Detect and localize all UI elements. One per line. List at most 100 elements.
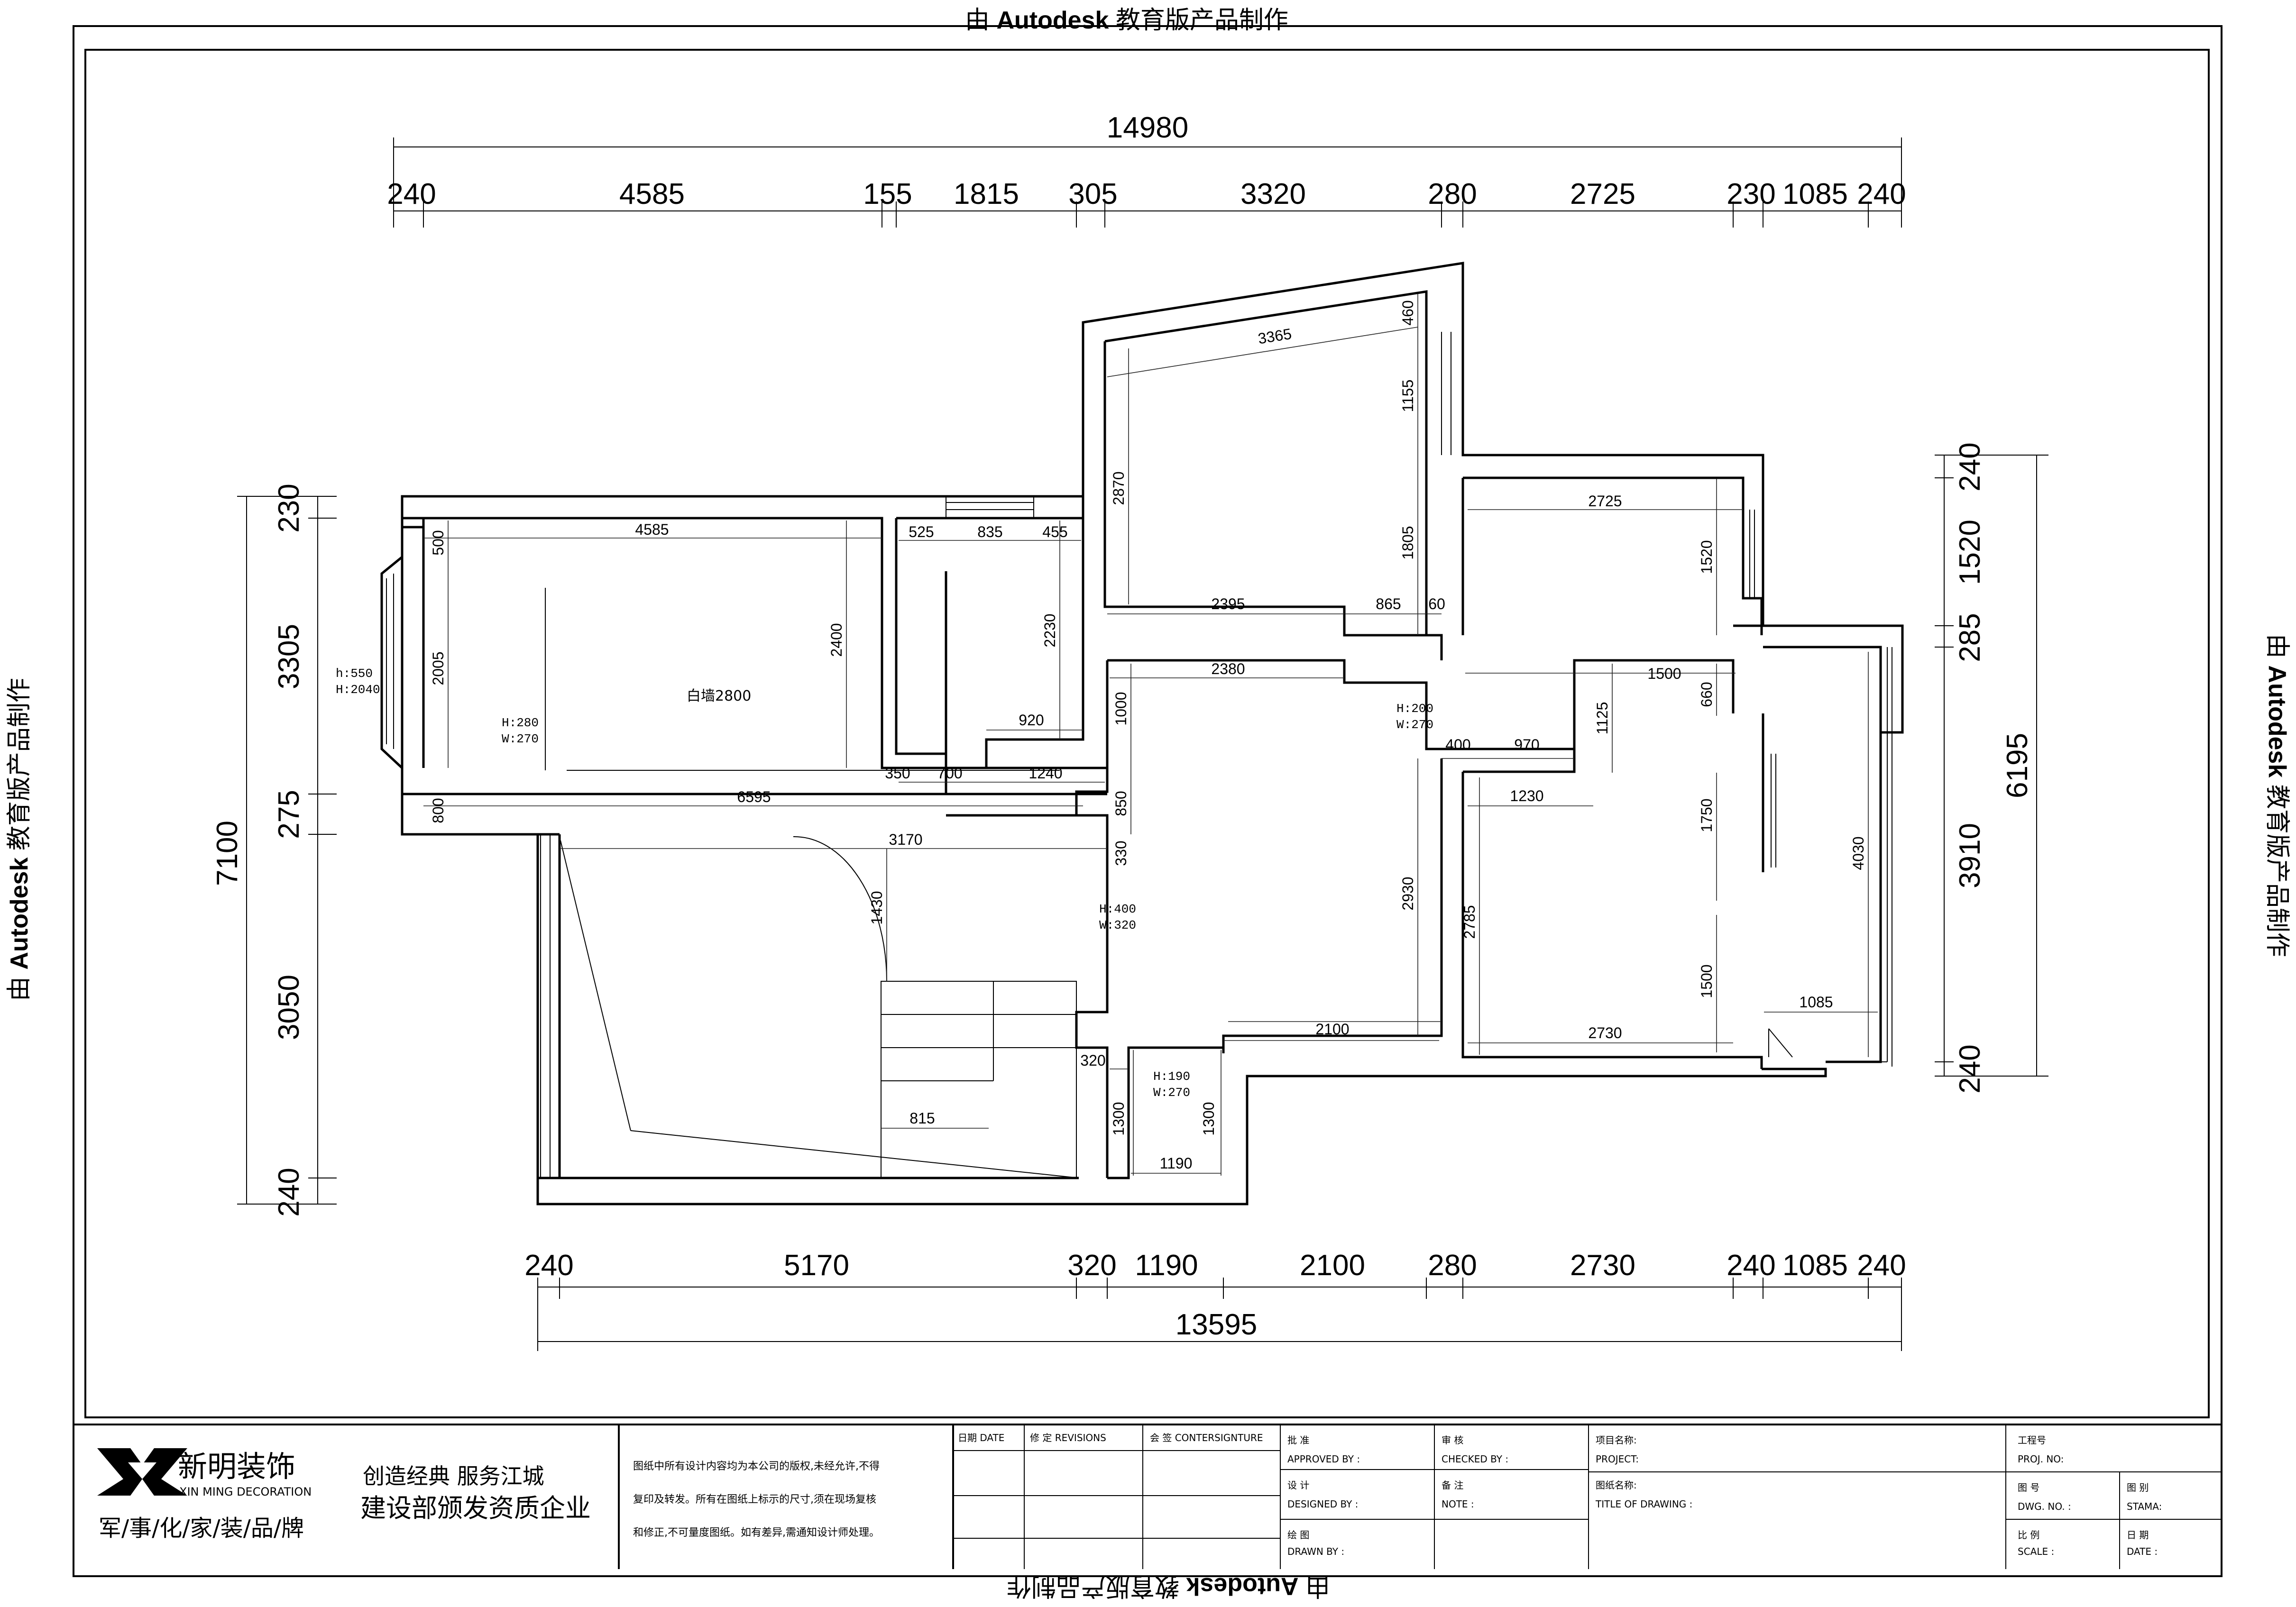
dim-label: 1500 bbox=[1698, 964, 1715, 998]
outer-border bbox=[73, 25, 2223, 1577]
dim-label: 2730 bbox=[1570, 1249, 1635, 1282]
watermark-brand: Autodesk bbox=[1186, 1572, 1299, 1600]
door-swing-arc bbox=[793, 836, 887, 982]
dim-label: 1805 bbox=[1399, 526, 1416, 559]
dim-label: 3050 bbox=[273, 975, 305, 1040]
dim-label: 1520 bbox=[1698, 540, 1715, 574]
motto: 创造经典 服务江城 bbox=[363, 1463, 544, 1489]
scale-label-en: SCALE : bbox=[2018, 1546, 2054, 1557]
dim-label: 2400 bbox=[828, 623, 845, 657]
dim-label: 1520 bbox=[1954, 520, 1986, 585]
disclaimer: 和修正,不可量度图纸。如有差异,需通知设计师处理。 bbox=[633, 1527, 880, 1539]
dim-label: 240 bbox=[1857, 1249, 1906, 1282]
dim-label: 5170 bbox=[784, 1249, 849, 1282]
drawing-title-label: 图纸名称: bbox=[1596, 1479, 1637, 1491]
watermark-brand: Autodesk bbox=[996, 7, 1109, 34]
dim-label: 240 bbox=[524, 1249, 573, 1282]
dim-label: 2005 bbox=[430, 651, 447, 685]
dim-label: 230 bbox=[273, 484, 305, 532]
designed-label-en: DESIGNED BY : bbox=[1287, 1498, 1358, 1510]
dim-label: 700 bbox=[937, 765, 962, 782]
inner-border bbox=[84, 49, 2210, 1418]
disclaimer: 图纸中所有设计内容均为本公司的版权,未经允许,不得 bbox=[633, 1461, 880, 1472]
right-dim-labels: 240 1520 285 3910 240 bbox=[1954, 442, 1986, 1093]
dim-label: 525 bbox=[909, 523, 934, 540]
stage-label: 图 别 bbox=[2127, 1482, 2149, 1493]
interior-dim-labels: 3365 460 1155 2870 1805 2395 865 60 2725… bbox=[430, 300, 1867, 1172]
watermark-suffix: 教育版产品制作 bbox=[1115, 7, 1288, 34]
dim-label: 1085 bbox=[1782, 1249, 1848, 1282]
bottom-dim-labels: 240 5170 320 1190 2100 280 2730 240 1085… bbox=[524, 1249, 1906, 1282]
dim-label: 920 bbox=[1019, 712, 1044, 729]
dim-label: 1000 bbox=[1112, 692, 1130, 725]
dim-label: 815 bbox=[909, 1110, 935, 1127]
window-height-note: H:2040 bbox=[336, 683, 380, 697]
dim-label: 240 bbox=[1727, 1249, 1775, 1282]
dim-label: 2380 bbox=[1211, 660, 1245, 677]
brand-slogan: 军/事/化/家/装/品/牌 bbox=[99, 1515, 304, 1542]
dim-label: 455 bbox=[1042, 523, 1067, 540]
dim-label: 4030 bbox=[1850, 836, 1867, 870]
dim-label: 2395 bbox=[1211, 595, 1245, 612]
dim-label: 2870 bbox=[1110, 471, 1127, 505]
dim-label: 285 bbox=[1954, 613, 1986, 662]
dim-label: 660 bbox=[1698, 682, 1715, 707]
motto: 建设部颁发资质企业 bbox=[360, 1493, 591, 1523]
dim-label: 320 bbox=[1080, 1052, 1105, 1069]
scale-label: 比 例 bbox=[2018, 1529, 2039, 1541]
checked-label: 审 核 bbox=[1442, 1434, 1463, 1446]
door-height-note: H:200 bbox=[1396, 702, 1433, 716]
watermark-top: 由 Autodesk 教育版产品制作 bbox=[965, 0, 1288, 36]
approved-label-en: APPROVED BY : bbox=[1287, 1453, 1360, 1465]
watermark-suffix: 教育版产品制作 bbox=[6, 678, 33, 851]
dim-label: 280 bbox=[1428, 1249, 1477, 1282]
dim-label: 4585 bbox=[619, 178, 685, 210]
dim-label: 240 bbox=[273, 1168, 305, 1216]
project-label-en: PROJECT: bbox=[1596, 1453, 1639, 1465]
note-label-en: NOTE : bbox=[1442, 1498, 1474, 1510]
dim-label: 1125 bbox=[1594, 702, 1611, 735]
drawing-title-label-en: TITLE OF DRAWING : bbox=[1595, 1498, 1692, 1510]
dim-label: 1500 bbox=[1647, 665, 1681, 682]
door-width-note: W:270 bbox=[502, 732, 539, 746]
door-height-note: H:280 bbox=[502, 716, 539, 730]
dim-label: 1190 bbox=[1160, 1155, 1193, 1172]
dim-label: 3170 bbox=[889, 831, 922, 848]
dim-label: 2730 bbox=[1588, 1024, 1622, 1041]
dim-label: 2930 bbox=[1399, 877, 1416, 910]
drawing-no-label-en: DWG. NO. : bbox=[2018, 1501, 2071, 1512]
dim-label: 330 bbox=[1112, 840, 1130, 866]
dim-label: 1085 bbox=[1799, 994, 1833, 1011]
project-no-label-en: PROJ. NO: bbox=[2018, 1453, 2064, 1465]
title-block bbox=[73, 1424, 2222, 1569]
watermark-prefix: 由 bbox=[1305, 1572, 1330, 1600]
date-label-en: DATE : bbox=[2127, 1546, 2158, 1557]
wall-note: 白墙2800 bbox=[687, 688, 751, 704]
watermark-suffix: 教育版产品制作 bbox=[1007, 1572, 1180, 1600]
stage-label-en: STAMA: bbox=[2127, 1501, 2162, 1512]
door-width-note: W:270 bbox=[1396, 718, 1433, 732]
dim-label: 865 bbox=[1376, 595, 1401, 612]
dim-label: 1300 bbox=[1200, 1102, 1217, 1135]
dim-label: 2785 bbox=[1461, 905, 1478, 939]
watermark-right: 由 Autodesk 教育版产品制作 bbox=[2262, 634, 2296, 957]
watermark-brand: Autodesk bbox=[6, 857, 33, 970]
dim-label: 240 bbox=[1954, 442, 1986, 491]
watermark-prefix: 由 bbox=[2263, 634, 2291, 659]
left-dim-labels: 230 3305 275 3050 240 bbox=[273, 484, 305, 1216]
dim-label: 60 bbox=[1428, 595, 1445, 612]
dim-label: 835 bbox=[977, 523, 1002, 540]
dim-label: 3320 bbox=[1240, 178, 1306, 210]
dim-label: 460 bbox=[1399, 300, 1416, 325]
window-height-note: h:550 bbox=[336, 667, 373, 681]
door-height-note: H:190 bbox=[1153, 1069, 1190, 1084]
signature-header: 会 签 CONTERSIGNTURE bbox=[1150, 1432, 1263, 1443]
project-no-label: 工程号 bbox=[2018, 1434, 2046, 1446]
dim-top-total: 14980 bbox=[1107, 111, 1188, 144]
dim-label: 2725 bbox=[1570, 178, 1635, 210]
dim-label: 155 bbox=[863, 178, 912, 210]
company-name: 新明装饰 bbox=[178, 1449, 295, 1484]
company-logo bbox=[97, 1448, 187, 1496]
dim-label: 400 bbox=[1445, 736, 1470, 753]
drawn-label-en: DRAWN BY : bbox=[1287, 1546, 1344, 1557]
